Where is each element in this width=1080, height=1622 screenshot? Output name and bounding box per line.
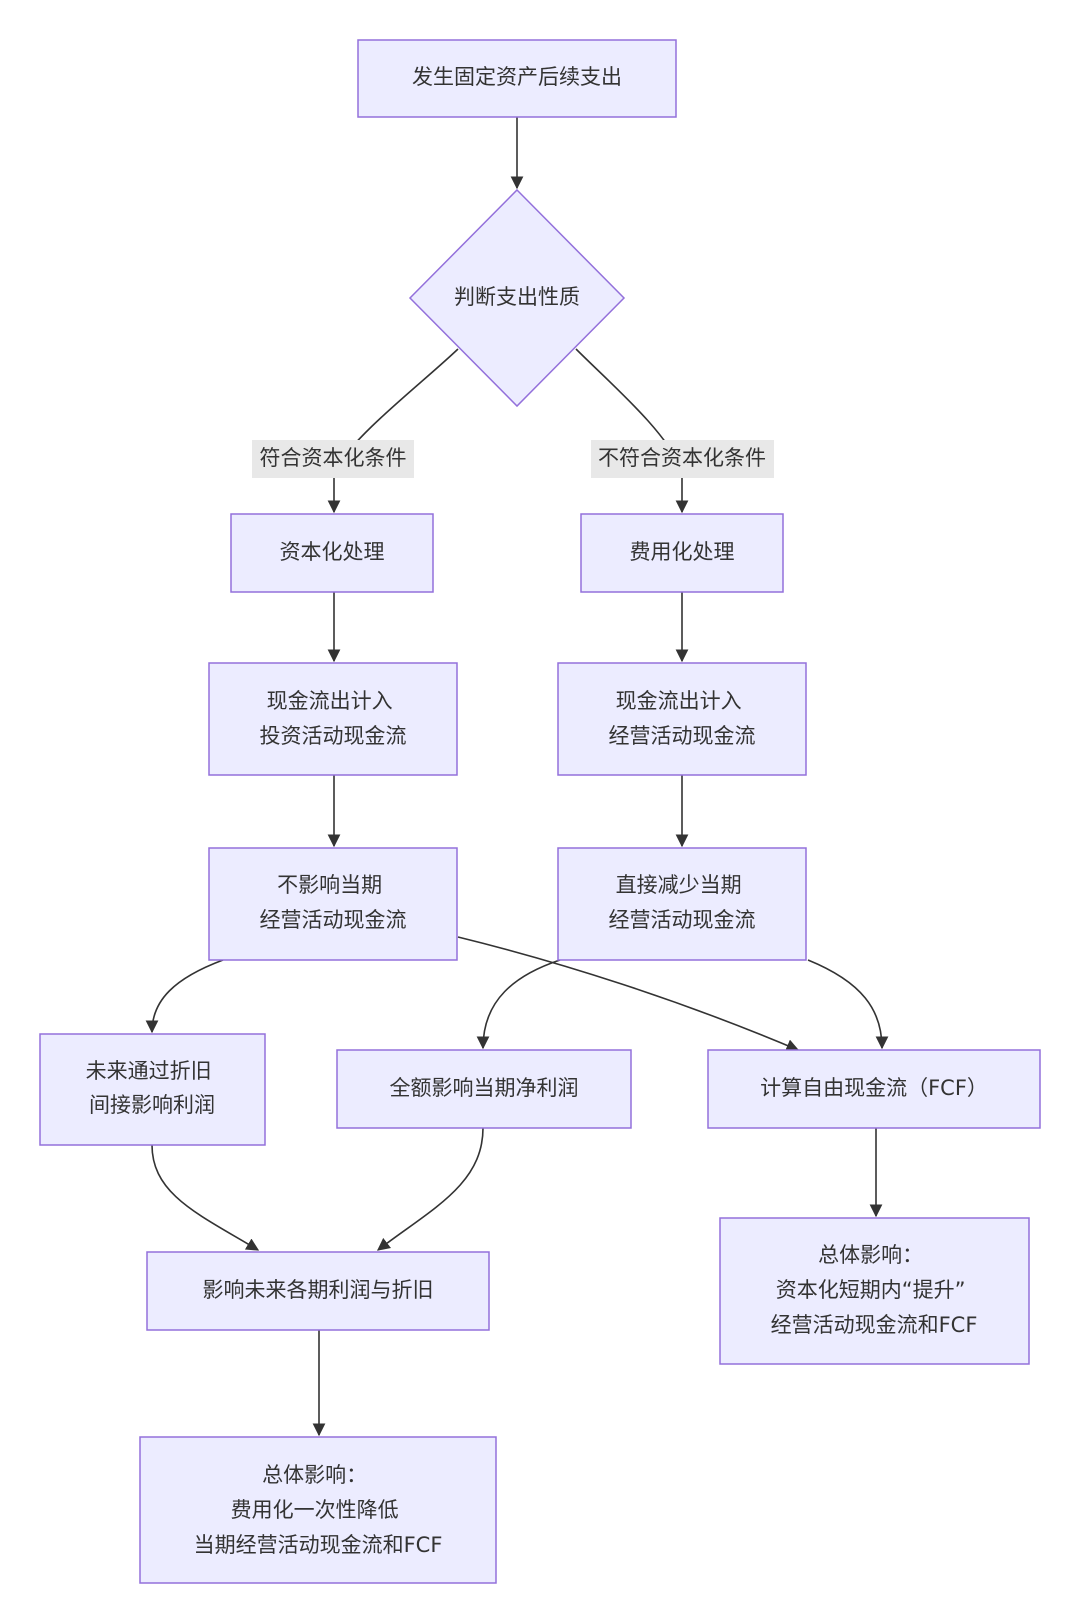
- edges: [145, 117, 889, 1437]
- edge-decision-capitalize: [327, 348, 459, 514]
- node-fcf: 计算自由现金流（FCF）: [707, 1049, 1041, 1129]
- node-overall-left-label: 总体影响： 费用化一次性降低 当期经营活动现金流和FCF: [194, 1463, 443, 1557]
- node-reduce: 直接减少当期 经营活动现金流: [557, 847, 807, 961]
- node-start: 发生固定资产后续支出: [357, 39, 677, 118]
- node-expense-label: 费用化处理: [630, 540, 735, 564]
- node-future-profit-label: 影响未来各期利润与折旧: [203, 1278, 434, 1302]
- node-invest-cash: 现金流出计入 投资活动现金流: [208, 662, 458, 776]
- node-future-profit: 影响未来各期利润与折旧: [146, 1251, 490, 1331]
- edge-decision-expense: [575, 348, 689, 514]
- node-oper-cash: 现金流出计入 经营活动现金流: [557, 662, 807, 776]
- node-reduce-label: 直接减少当期 经营活动现金流: [609, 873, 756, 932]
- edge-label-yes: 符合资本化条件: [260, 446, 407, 470]
- node-fcf-label: 计算自由现金流（FCF）: [760, 1076, 988, 1100]
- edge-label-yes-bg: [252, 440, 414, 478]
- edge-fullprofit-future: [376, 1127, 484, 1251]
- node-decision: 判断支出性质: [408, 188, 626, 408]
- node-depreciation: 未来通过折旧 间接影响利润: [39, 1033, 266, 1146]
- edge-depreciation-future: [151, 1144, 260, 1251]
- edge-reduce-fullprofit: [476, 959, 561, 1050]
- node-start-label: 发生固定资产后续支出: [412, 65, 622, 89]
- node-capitalize-label: 资本化处理: [280, 540, 385, 564]
- node-invest-cash-label: 现金流出计入 投资活动现金流: [260, 689, 407, 748]
- node-overall-right-label: 总体影响： 资本化短期内“提升” 经营活动现金流和FCF: [771, 1243, 978, 1337]
- edge-reduce-fcf: [807, 959, 889, 1050]
- node-expense: 费用化处理: [580, 513, 784, 593]
- edge-noeffect-fcf: [457, 936, 800, 1052]
- node-no-effect: 不影响当期 经营活动现金流: [208, 847, 458, 961]
- node-full-profit: 全额影响当期净利润: [336, 1049, 632, 1129]
- edge-label-no-bg: [591, 440, 774, 478]
- node-overall-left: 总体影响： 费用化一次性降低 当期经营活动现金流和FCF: [139, 1436, 497, 1584]
- nodes: 发生固定资产后续支出 判断支出性质 资本化处理 费用化处理 现金流出计入 投资活…: [39, 39, 1041, 1584]
- node-capitalize: 资本化处理: [230, 513, 434, 593]
- edge-noeffect-depreciation: [145, 959, 224, 1034]
- node-decision-label: 判断支出性质: [454, 285, 580, 309]
- edge-label-no: 不符合资本化条件: [598, 446, 766, 470]
- edge-labels: 符合资本化条件 不符合资本化条件: [252, 440, 774, 478]
- node-no-effect-label: 不影响当期 经营活动现金流: [260, 873, 407, 932]
- node-oper-cash-label: 现金流出计入 经营活动现金流: [609, 689, 756, 748]
- node-full-profit-label: 全额影响当期净利润: [390, 1076, 579, 1100]
- node-depreciation-label: 未来通过折旧 间接影响利润: [86, 1059, 219, 1117]
- node-overall-right: 总体影响： 资本化短期内“提升” 经营活动现金流和FCF: [719, 1217, 1030, 1365]
